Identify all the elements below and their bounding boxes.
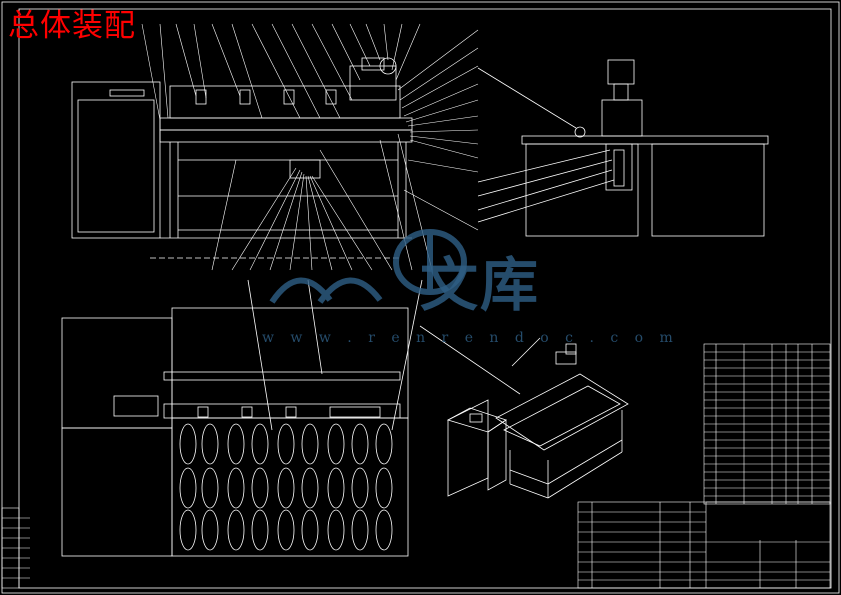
isometric-view [419, 325, 629, 499]
insole-molds [179, 423, 393, 551]
watermark-text: 文库 [420, 251, 541, 319]
watermark-logo-icon [269, 229, 467, 304]
drawing-title: 总体装配 [8, 8, 136, 44]
revision-block [1, 507, 30, 589]
title-block [577, 501, 831, 589]
drawing-border-inner [18, 8, 832, 589]
side-view [477, 59, 769, 237]
front-view [71, 57, 413, 259]
front-view-leader-lines [141, 23, 479, 271]
parts-list-table [703, 343, 831, 505]
top-view [61, 279, 423, 557]
watermark-url: w w w . r e n r e n d o c . c o m [262, 330, 679, 346]
